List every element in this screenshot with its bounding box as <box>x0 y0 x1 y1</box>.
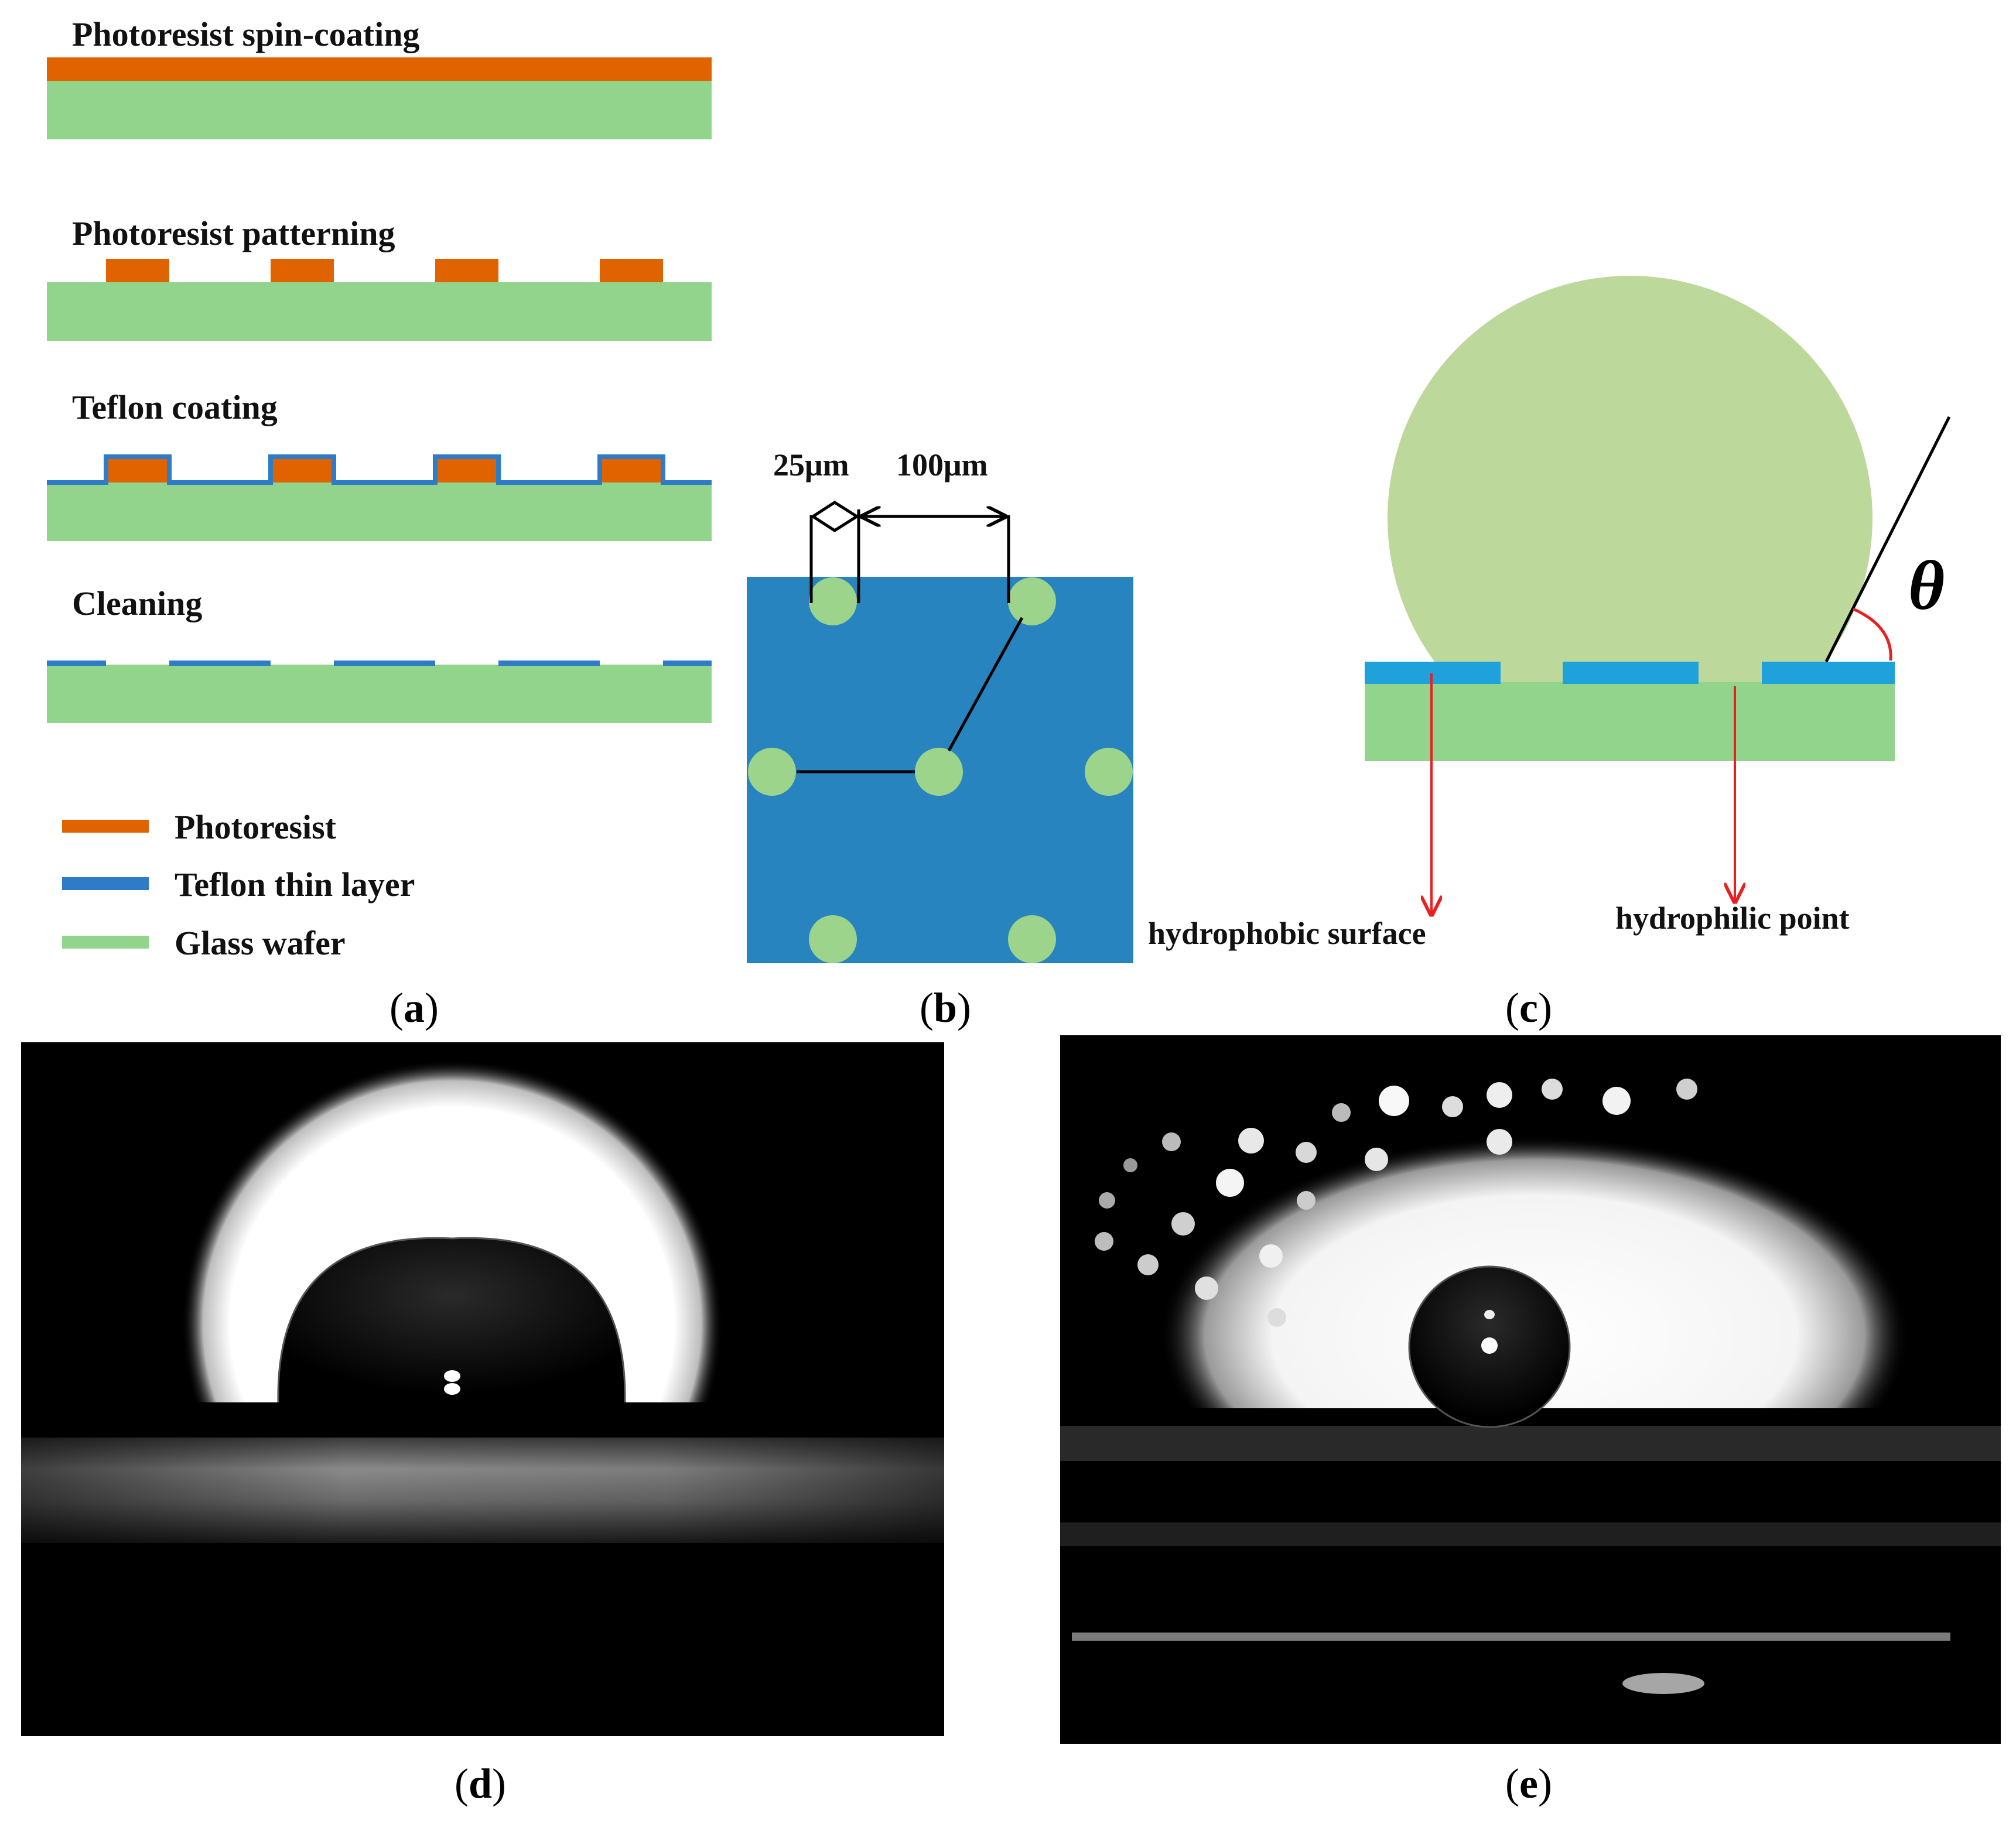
photoresist-block <box>600 259 663 282</box>
step-patterning: Photoresist patterning <box>47 214 712 341</box>
hydrophilic-dot <box>809 577 857 625</box>
legend: Photoresist Teflon thin layer Glass wafe… <box>62 808 415 962</box>
legend-label-glass: Glass wafer <box>175 924 346 962</box>
dimension-arrow-25 <box>810 501 860 532</box>
panel-a: Photoresist spin-coating Photoresist pat… <box>47 15 712 1031</box>
caption-b-letter: b <box>934 984 957 1031</box>
contact-angle-arc <box>1852 607 1892 661</box>
caption-a: (a) <box>389 984 439 1031</box>
photoresist-block <box>106 457 169 482</box>
hydrophilic-dot <box>1008 915 1056 963</box>
photoresist-block <box>271 457 334 482</box>
label-hydrophilic-point: hydrophilic point <box>1615 901 1850 936</box>
step-1-label: Photoresist spin-coating <box>72 15 419 53</box>
step-4-label: Cleaning <box>72 584 202 622</box>
spacing-line <box>947 617 1024 752</box>
hydrophilic-dot <box>748 748 796 796</box>
photoresist-block <box>106 259 169 282</box>
substrate-edge-reflection <box>1060 1426 2001 1461</box>
hydrophilic-dot <box>809 915 857 963</box>
dimension-label-25: 25μm <box>773 447 849 482</box>
teflon-segment <box>169 661 271 666</box>
label-hydrophobic-surface: hydrophobic surface <box>1148 916 1426 951</box>
svg-text:(d): (d) <box>455 1760 506 1807</box>
photoresist-block <box>600 457 663 482</box>
panel-b: 25μm 100μm (b) <box>747 447 1133 1031</box>
droplet-highlight <box>444 1370 460 1382</box>
glass-wafer <box>47 282 712 341</box>
teflon-segment <box>663 661 712 666</box>
tangent-line <box>1824 416 1951 663</box>
legend-swatch-glass <box>62 936 149 949</box>
step-spin-coating: Photoresist spin-coating <box>47 15 712 139</box>
lower-reflection-line <box>1072 1633 1950 1641</box>
photoresist-layer <box>47 57 712 81</box>
caption-e-letter: e <box>1519 1760 1538 1807</box>
photoresist-block <box>435 457 498 482</box>
legend-label-teflon: Teflon thin layer <box>175 865 415 904</box>
teflon-segment <box>498 661 600 666</box>
caption-b: (b) <box>920 984 971 1031</box>
hydrophilic-dot <box>915 748 963 796</box>
theta-symbol: θ <box>1908 546 1945 624</box>
caption-e: (e) <box>1505 1760 1552 1807</box>
step-teflon-coating: Teflon coating <box>47 388 712 541</box>
caption-c: (c) <box>1505 984 1552 1031</box>
teflon-segment <box>47 661 106 666</box>
condensation-bubbles <box>1095 1079 1697 1327</box>
dimension-label-100: 100μm <box>896 447 988 482</box>
caption-c-letter: c <box>1519 984 1538 1031</box>
panel-d-photo: (d) <box>21 1042 944 1807</box>
step-cleaning: Cleaning <box>47 584 712 723</box>
svg-text:(e): (e) <box>1505 1760 1552 1807</box>
glass-wafer <box>47 482 712 541</box>
step-2-label: Photoresist patterning <box>72 214 395 252</box>
step-3-label: Teflon coating <box>72 388 278 426</box>
caption-d-letter: d <box>469 1760 492 1807</box>
svg-text:(c): (c) <box>1505 984 1552 1031</box>
panel-c: θ hydrophobic surface hydrophilic point … <box>1148 276 1951 1031</box>
droplet <box>1388 276 1873 761</box>
caption-a-letter: a <box>404 984 425 1031</box>
photoresist-block <box>271 259 334 282</box>
legend-swatch-teflon <box>62 877 149 890</box>
caption-d: (d) <box>455 1760 506 1807</box>
droplet-highlight <box>1484 1310 1495 1319</box>
glass-substrate <box>1365 682 1895 761</box>
photoresist-block <box>435 259 498 282</box>
legend-label-photoresist: Photoresist <box>175 808 337 846</box>
teflon-patch <box>1563 662 1699 684</box>
teflon-patch <box>1762 662 1895 684</box>
legend-swatch-photoresist <box>62 820 149 833</box>
teflon-conformal-layer <box>47 454 712 485</box>
svg-text:(a): (a) <box>389 984 439 1031</box>
glass-wafer <box>47 81 712 139</box>
hydrophilic-dot <box>1085 748 1133 796</box>
panel-e-photo: (e) <box>1060 1035 2001 1807</box>
teflon-segment <box>334 661 435 666</box>
hydrophilic-dot <box>1008 577 1056 625</box>
svg-text:(b): (b) <box>920 984 971 1031</box>
glass-wafer <box>47 665 712 723</box>
water-droplet-on-hydrophilic <box>278 1238 626 1402</box>
